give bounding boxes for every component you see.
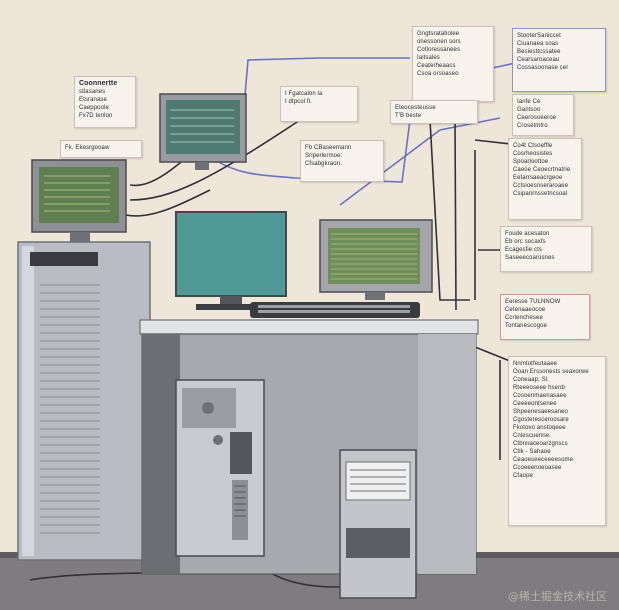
wire — [454, 119, 457, 311]
note-small-mid: Eteocesteusse T'B beste — [390, 100, 478, 124]
note-line: Cctsioesnseraroaee — [513, 183, 569, 189]
note-line: Besiesttcssatee — [517, 49, 561, 55]
note-line: Co4t Ctsoeffle — [513, 143, 553, 149]
note-line: T'B beste — [395, 113, 422, 119]
note-line: Fkotovo anstoqeee — [513, 425, 566, 431]
note-line: Coneaap: Sl. — [513, 377, 549, 383]
note-line: Eb orc socaxts — [505, 239, 546, 245]
watermark: @稀土掘金技术社区 — [508, 590, 607, 603]
note-right-3: Foude acesaton Eb orc socaxts Ecagesfie … — [500, 226, 592, 272]
note-line: Etsranase — [79, 97, 107, 103]
keyboard — [250, 302, 420, 318]
note-line: Tontanescogoe — [505, 323, 547, 329]
wire — [125, 189, 211, 217]
note-line: StooterSaniccet — [517, 33, 561, 39]
note-center-top: I Fgatcalon la I dtpcol fi. — [280, 86, 358, 122]
note-line: Cetenaaeocoe — [505, 307, 546, 313]
note-line: Rteeeoseee hsenb — [513, 385, 565, 391]
note-line: Ceaterheaacs — [417, 63, 456, 69]
note-line: Cearsaroaceau — [517, 57, 560, 63]
note-line: Ccrlenchesee — [505, 315, 543, 321]
note-line: Gantsoo — [517, 107, 541, 113]
note-line: Eteocesteusse — [395, 105, 436, 111]
note-line: Ooan Erssonests seaxorwe — [513, 369, 589, 375]
wire — [429, 119, 470, 301]
note-left-mid: Fk. Ekesrgooaw — [60, 140, 142, 158]
note-line: Ianfe Ce — [517, 99, 541, 105]
note-top-center-right: Gngtsratatiolee onessonen sors Cotloress… — [412, 26, 494, 102]
note-line: Ceeeeontsenee — [513, 401, 557, 407]
wire — [129, 119, 301, 201]
note-line: Cossasoonase cer — [517, 65, 569, 71]
central-monitor — [175, 211, 287, 310]
note-line: Fk. Ekesrgooaw — [65, 145, 110, 151]
note-line: Ctbnnaceoarzgnscs — [513, 441, 568, 447]
wires — [29, 40, 521, 588]
note-top-left: Coonnertte stlasanes Etsranase Caeppoole… — [74, 76, 136, 128]
note-line: Ceerosoeeroe — [517, 115, 557, 121]
note-line: Sriperlermoe: — [305, 153, 343, 159]
note-line: Ctlk - Sahaoe — [513, 449, 551, 455]
open-case — [175, 379, 265, 557]
note-center-mid: Fb CBaseemann Sriperlermoe: Cfsabgkraon. — [300, 140, 384, 182]
note-line: Ciuanaea soas — [517, 41, 559, 47]
left-monitor — [31, 159, 127, 242]
note-line: Cosrheosistes — [513, 151, 553, 157]
wire — [244, 57, 410, 96]
note-line: Coonnertte — [79, 80, 118, 87]
right-monitor — [319, 219, 433, 300]
note-line: stlasanes — [79, 89, 106, 95]
note-line: Cfsabgkraon. — [305, 161, 342, 167]
note-line: Gngtsratatiolee — [417, 31, 460, 37]
note-line: Eeresse TULNNOW — [505, 299, 561, 305]
note-line: Crosetmtro — [517, 123, 548, 129]
note-line: Foude acesaton — [505, 231, 550, 237]
note-line: Cotloressanees — [417, 47, 461, 53]
note-line: Shpeenesaeesaneo — [513, 409, 568, 415]
small-tower — [339, 449, 417, 599]
note-line: Saseeecoarosnes — [505, 255, 555, 261]
note-line: I Fgatcalon la — [285, 91, 323, 97]
note-line: Cfaope — [513, 473, 533, 479]
note-line: Eetarrsaeacrgeoe — [513, 175, 563, 181]
note-line: Cosoenmaenasaee — [513, 393, 567, 399]
note-line: Caeppoole — [79, 105, 109, 111]
note-line: Iaitsales — [417, 55, 440, 61]
note-line: onessonen sors — [417, 39, 461, 45]
note-line: I dtpcol fi. — [285, 99, 312, 105]
note-right-5: Nnmtotfeutaaee Ooan Erssonests seaxorwe … — [508, 356, 606, 526]
note-line: Nnmtotfeutaaee — [513, 361, 558, 367]
note-line: Cnlescuenne. — [513, 433, 551, 439]
note-line: Fb CBaseemann — [305, 145, 352, 151]
note-line: Spoarloottoe — [513, 159, 549, 165]
note-line: Ceaoeseeceeeesome — [513, 457, 574, 463]
left-tower — [17, 241, 151, 561]
note-line: Ecagesfie cts — [505, 247, 542, 253]
note-line: Caeoe Ceoecrtnatrie — [513, 167, 571, 173]
note-line: Fx7D tenlon — [79, 113, 113, 119]
note-line: Cgosteresceroosare — [513, 417, 569, 423]
note-right-4: Eeresse TULNNOW Cetenaaeocoe Ccrlenchese… — [500, 294, 590, 340]
note-right-1: Ianfe Ce Gantsoo Ceerosoeeroe Crosetmtro — [512, 94, 574, 136]
note-line: Ccoeeenoeoasee — [513, 465, 562, 471]
upper-monitor — [159, 93, 247, 170]
note-right-2: Co4t Ctsoeffle Cosrheosistes Spoarlootto… — [508, 138, 582, 220]
note-line: Csoa orsoaseo — [417, 71, 459, 77]
note-top-right: StooterSaniccet Ciuanaea soas Besiesttcs… — [512, 28, 606, 92]
note-line: Csipanrnssetncsoal — [513, 191, 568, 197]
